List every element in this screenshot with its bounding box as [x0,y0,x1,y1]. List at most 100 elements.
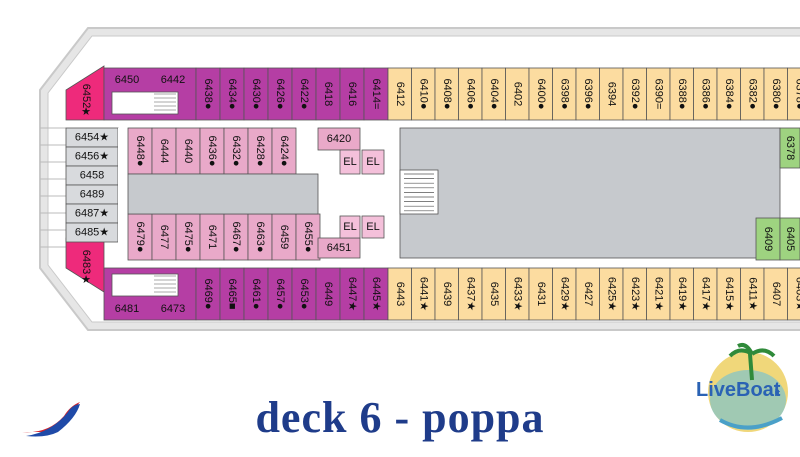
cabin-label: 6469● [202,278,214,309]
cabin-label: 6404● [488,78,500,109]
cabin-label: 6384● [723,78,735,109]
cabin-label: 6423★ [629,277,641,311]
cabin-top-magenta [363,67,389,121]
cabin-label: 6445★ [370,277,382,311]
cabin-label: 6425★ [605,277,617,311]
cabin-label: 6471 [206,225,218,249]
cabin-label: 6382● [746,78,758,109]
central-stairs [399,169,439,215]
cabin-green [755,217,781,261]
cabin-label: 6438● [202,78,214,109]
cabin-label: 6421★ [652,277,664,311]
cabin-label: 6418 [322,82,334,106]
cabin-label: 6396● [582,78,594,109]
cabin-bottom-peach [787,267,800,321]
cabin-label: 6442 [161,74,185,86]
cabin-label: 6406● [464,78,476,109]
cabin-label: 6414= [370,79,382,110]
cabin-label: 6461● [250,278,262,309]
inner-grey-block [127,173,319,215]
star-icon: ★ [81,274,91,286]
cabin-label: 6410● [417,78,429,109]
cabin-label: 6388● [676,78,688,109]
cabin-label: 6400● [535,78,547,109]
cabin-label: 6447★ [346,277,358,311]
cabin-label: 6411★ [746,277,758,311]
cabin-label: 6431 [535,282,547,306]
cabin-label: EL [343,156,356,168]
cabin-label: 6483 [80,250,92,274]
cabin-bottom-magenta [363,267,389,321]
cabin-label: 6443 [394,282,406,306]
cabin-label: 6433★ [511,277,523,311]
cabin-bottom-magenta [219,267,245,321]
cabin-label: 6452 [80,84,92,108]
cabin-label: 6424● [278,135,290,166]
cabin-label: 6441★ [417,277,429,311]
cabin-label: 6386● [699,78,711,109]
cabin-label: 6429★ [558,277,570,311]
cabin-inner-bottom [223,213,249,261]
cabin-label: 6380● [770,78,782,109]
cabin-label: 6416 [346,82,358,106]
cabin-label: EL [366,221,379,233]
cabin-label: 6479● [134,221,146,252]
carnival-logo [22,402,80,437]
cabin-label: 6467● [230,221,242,252]
cabin-label: 6430● [250,78,262,109]
cabin-top-magenta [315,67,341,121]
cabin-label: 6487★ [75,208,109,220]
elevator [339,215,361,239]
cabin-label: 6394 [605,82,617,106]
elevator [361,215,385,239]
cabin-label: 6455● [302,221,314,252]
cabin-label: 6409 [762,227,774,251]
cabin-label: 6390= [652,79,664,110]
cabin-label: 6417★ [699,277,711,311]
cabin-label: 6477 [158,225,170,249]
central-atrium [399,127,781,259]
cabin-label: 6436● [206,135,218,166]
cabin-label: 6398● [558,78,570,109]
cabin-label: 6453● [298,278,310,309]
cabin-label: 6412 [394,82,406,106]
stair-box [111,273,179,297]
cabin-label: 6485★ [75,227,109,239]
cabin-label: 6450 [115,74,139,86]
cabin-label: 6420 [327,133,351,145]
cabin-label: 6457● [274,278,286,309]
cabin-label: 6456★ [75,151,109,163]
cabin-green [779,217,800,261]
star-icon: ★ [81,106,91,118]
liveboat-suffix: .it [772,388,780,398]
liveboat-logo: LiveBoat .it [696,343,788,432]
cabin-label: 6451 [327,242,351,254]
cabin-label: EL [343,221,356,233]
cabin-label: 6481 [115,303,139,315]
cabin-label: 6428● [254,135,266,166]
funnel-logo-blue [26,404,80,437]
cabin-label: 6392● [629,78,641,109]
cabin-bottom-magenta [243,267,269,321]
cabin-inner-bottom [295,213,321,261]
cabin-label: 6449 [322,282,334,306]
cabin-label: 6435 [488,282,500,306]
cabin-label: 6473 [161,303,185,315]
elevator [339,149,361,175]
cabin-label: 6427 [582,282,594,306]
cabin-label: 6463● [254,221,266,252]
cabin-label: 6458 [80,170,104,182]
cabin-label: 6454★ [75,132,109,144]
cabin-label: 6378 [784,136,796,160]
cabin-inner-top [175,127,201,175]
cabin-top-peach [787,67,800,121]
cabin-mid-bottom [317,237,361,259]
cabin-inner-top [199,127,225,175]
cabin-label: 6448● [134,135,146,166]
cabin-label: 6459 [278,225,290,249]
cabin-inner-bottom [271,213,297,261]
cabin-label: 6465■ [226,278,238,309]
cabin-label: 6403★ [793,277,800,311]
cabin-top-magenta [243,67,269,121]
